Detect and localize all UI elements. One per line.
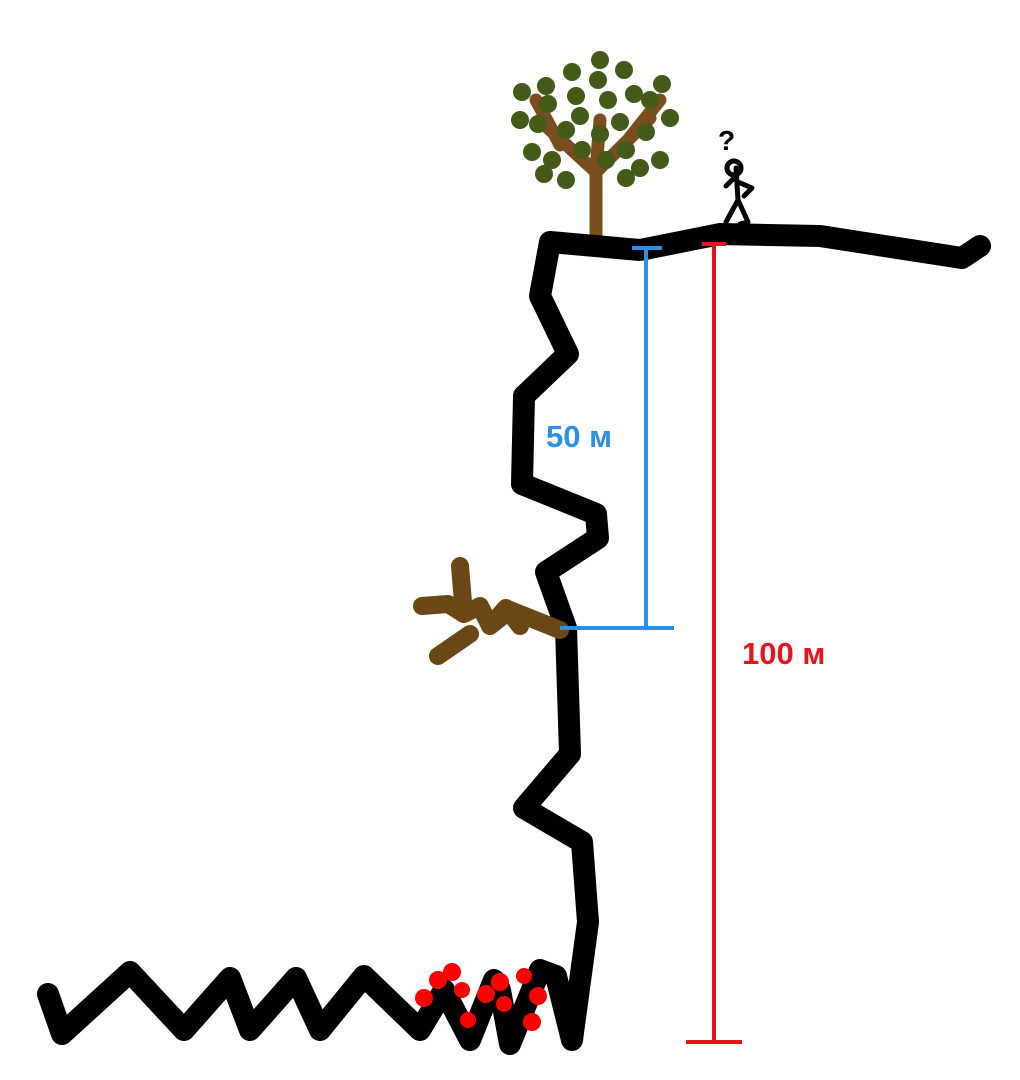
cliff-outline <box>37 223 991 1055</box>
branch-on-cliff <box>413 557 569 665</box>
tree-on-cliff <box>511 51 679 245</box>
figure-head <box>724 158 744 178</box>
stick-figure: ? <box>718 125 755 227</box>
measure-100m-label: 100 м <box>742 636 825 671</box>
tree-foliage <box>511 51 679 189</box>
figure-question-mark: ? <box>718 125 735 156</box>
measure-50m <box>560 246 674 630</box>
measure-50m-label: 50 м <box>546 419 612 454</box>
figure-body <box>723 165 755 227</box>
blood-splatter <box>415 963 547 1031</box>
measure-100m <box>686 242 742 1044</box>
